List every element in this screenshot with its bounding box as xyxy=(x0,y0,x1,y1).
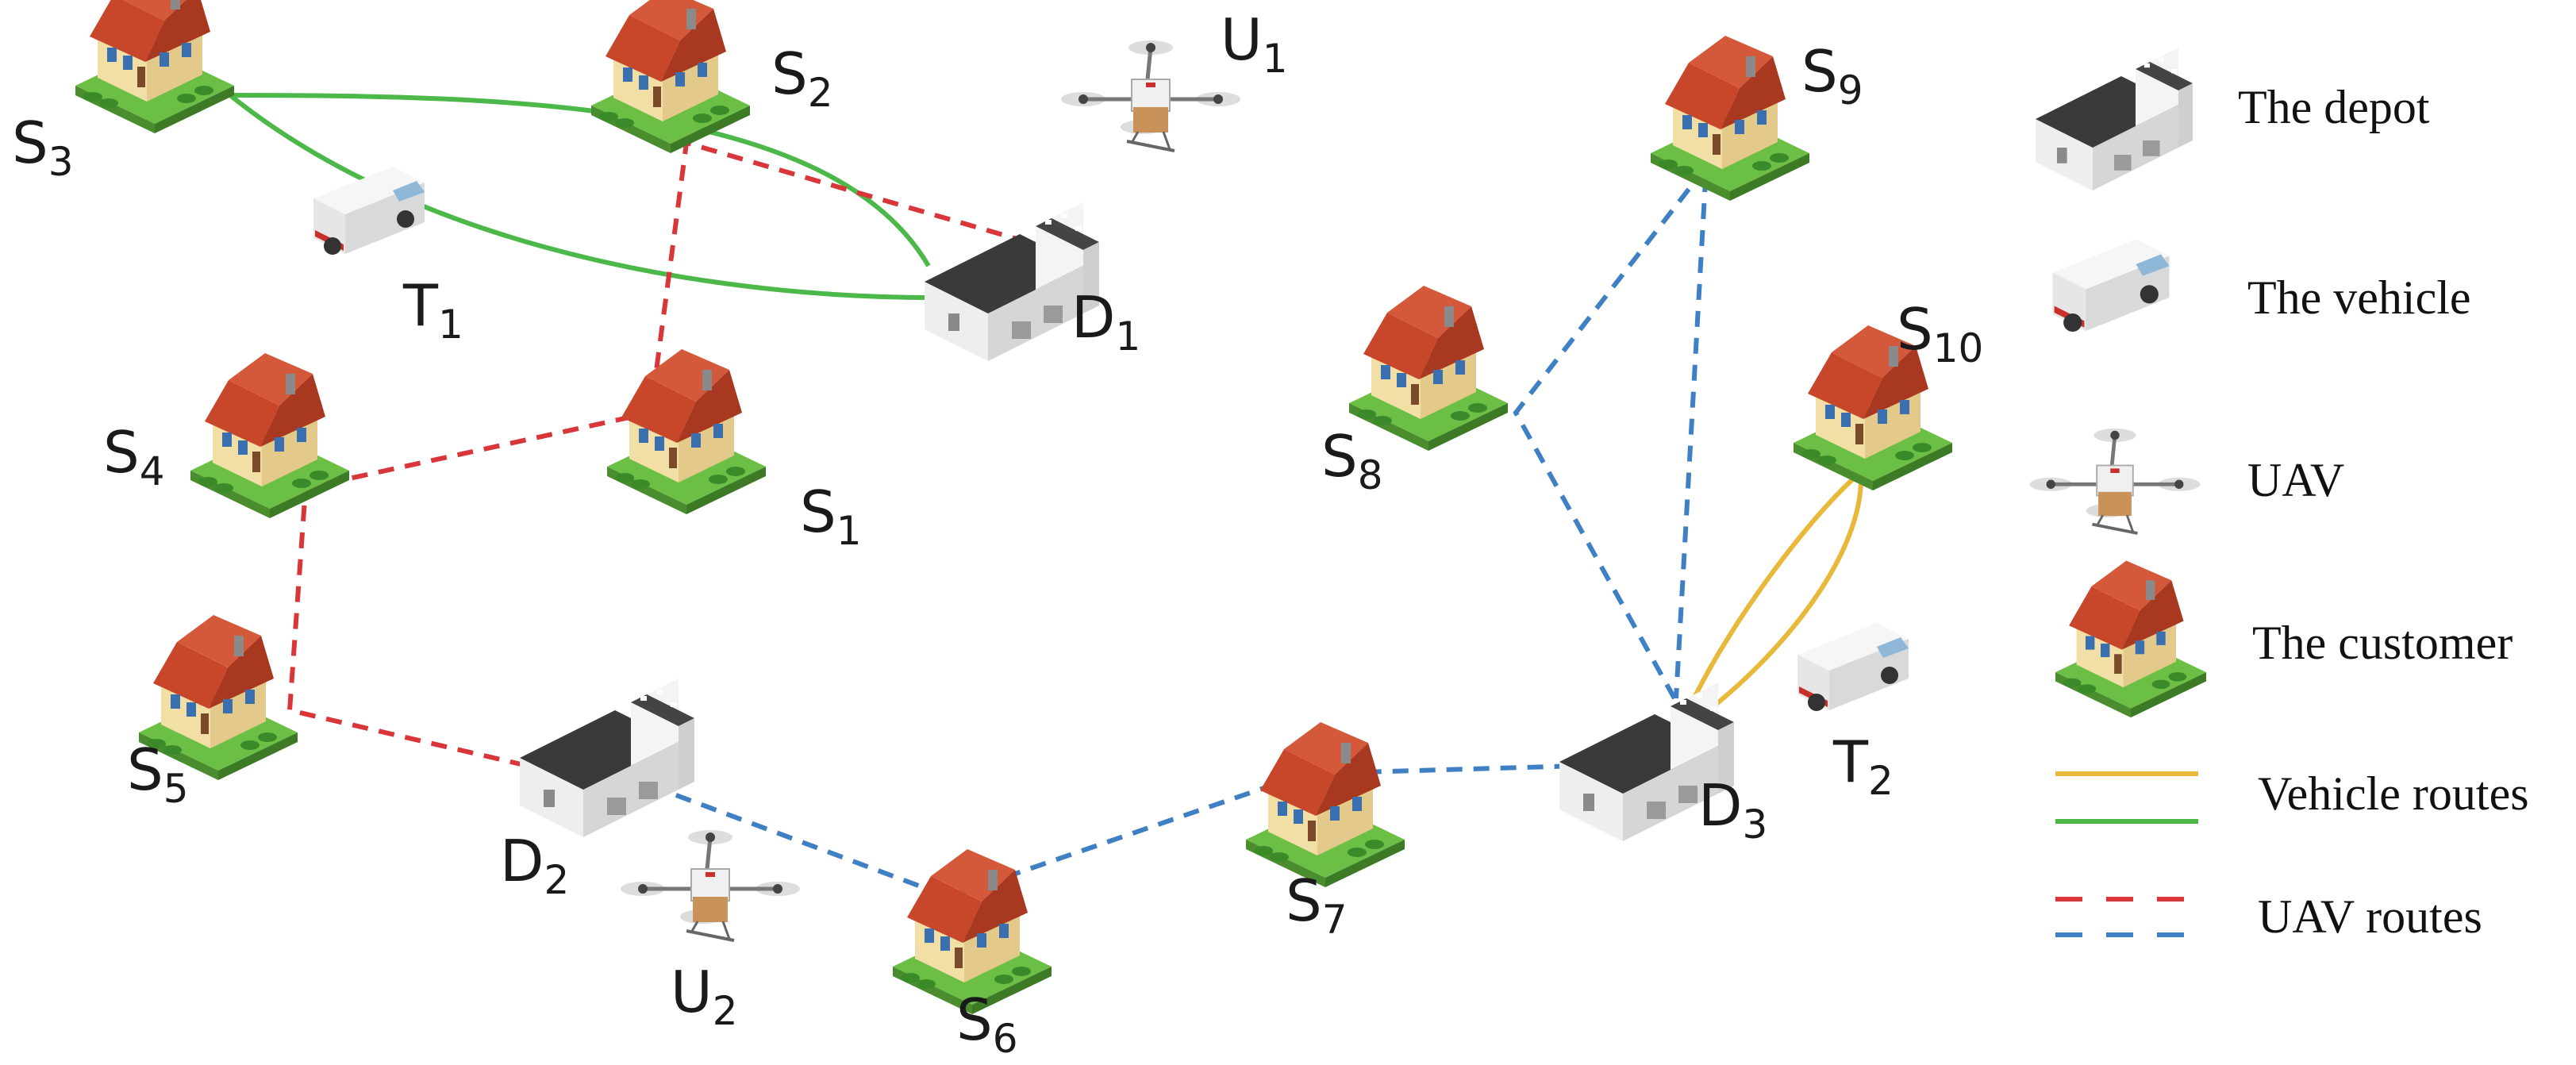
customer-s7-house xyxy=(1246,722,1405,887)
uav-route-blue-s6 xyxy=(649,763,1580,900)
vehicle-route-green-lower xyxy=(229,93,929,300)
legend-vehicle-icon xyxy=(2052,239,2170,333)
legend-customer-icon xyxy=(2055,560,2206,718)
customer-s9-house xyxy=(1651,36,1809,201)
label-d3: D3 xyxy=(1698,772,1767,848)
label-d2: D2 xyxy=(500,828,569,903)
legend-depot-icon xyxy=(2036,47,2193,190)
node-labels: S3 S2 U1 T1 D1 S4 S1 S5 D2 U2 S6 S7 S8 S… xyxy=(12,6,1983,1062)
customer-s2-house xyxy=(591,0,750,153)
label-s8: S8 xyxy=(1321,423,1383,498)
vehicle-t2-van xyxy=(1797,623,1909,711)
customer-s4-house xyxy=(190,353,349,518)
vehicle-t1-van xyxy=(313,167,425,255)
legend: The depot The vehicle UAV The customer V… xyxy=(2030,47,2529,943)
legend-vehicle-routes-label: Vehicle routes xyxy=(2258,767,2529,820)
vehicle-routes xyxy=(229,93,1864,721)
label-s2: S2 xyxy=(771,40,833,116)
label-d1: D1 xyxy=(1071,284,1140,359)
label-u1: U1 xyxy=(1221,6,1288,82)
legend-uav-routes-label: UAV routes xyxy=(2258,890,2482,943)
label-s3: S3 xyxy=(12,110,74,185)
label-u2: U2 xyxy=(671,959,738,1034)
legend-uav-icon xyxy=(2030,429,2201,533)
uav-routes xyxy=(286,140,1709,900)
customer-s8-house xyxy=(1349,286,1508,451)
uav-u2-drone xyxy=(621,830,800,940)
legend-depot-label: The depot xyxy=(2238,81,2430,133)
label-s7: S7 xyxy=(1286,867,1348,943)
label-t2: T2 xyxy=(1832,729,1894,804)
depot-d2-building xyxy=(520,679,694,837)
label-t1: T1 xyxy=(402,272,463,348)
label-s10: S10 xyxy=(1897,296,1983,371)
customer-s3-house xyxy=(75,0,234,133)
label-s1: S1 xyxy=(800,479,862,554)
label-s9: S9 xyxy=(1801,38,1863,113)
uav-route-red xyxy=(286,140,1028,768)
label-s5: S5 xyxy=(127,736,189,812)
legend-vehicle-label: The vehicle xyxy=(2247,271,2471,324)
label-s6: S6 xyxy=(956,986,1018,1062)
label-s4: S4 xyxy=(103,419,165,494)
uav-route-blue-s8-s9 xyxy=(1513,159,1709,700)
legend-uav-label: UAV xyxy=(2247,454,2344,506)
customer-s1-house xyxy=(607,349,766,514)
uav-u1-drone xyxy=(1061,40,1240,151)
legend-customer-label: The customer xyxy=(2252,617,2513,669)
